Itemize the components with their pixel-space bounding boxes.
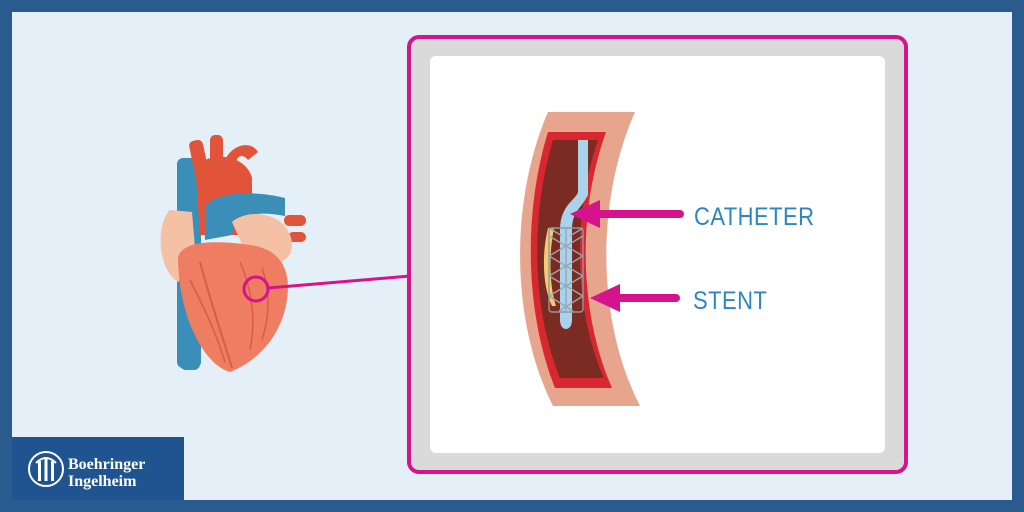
logo-line-1: Boehringer [68, 456, 146, 473]
logo-line-2: Ingelheim [68, 473, 137, 490]
stent-illustration [548, 227, 584, 313]
company-logo: Boehringer Ingelheim [12, 437, 184, 500]
zoom-panel-inner [430, 56, 885, 453]
callout-circle [242, 275, 270, 303]
stent-label: STENT [693, 287, 768, 315]
logo-emblem-icon [28, 451, 64, 487]
catheter-illustration [560, 140, 588, 329]
heart-illustration [160, 135, 306, 372]
catheter-label: CATHETER [694, 203, 815, 231]
catheter-arrow [570, 200, 684, 228]
stent-arrow [590, 284, 680, 312]
blood-vessel [520, 112, 640, 406]
callout-connector-line [267, 274, 411, 290]
